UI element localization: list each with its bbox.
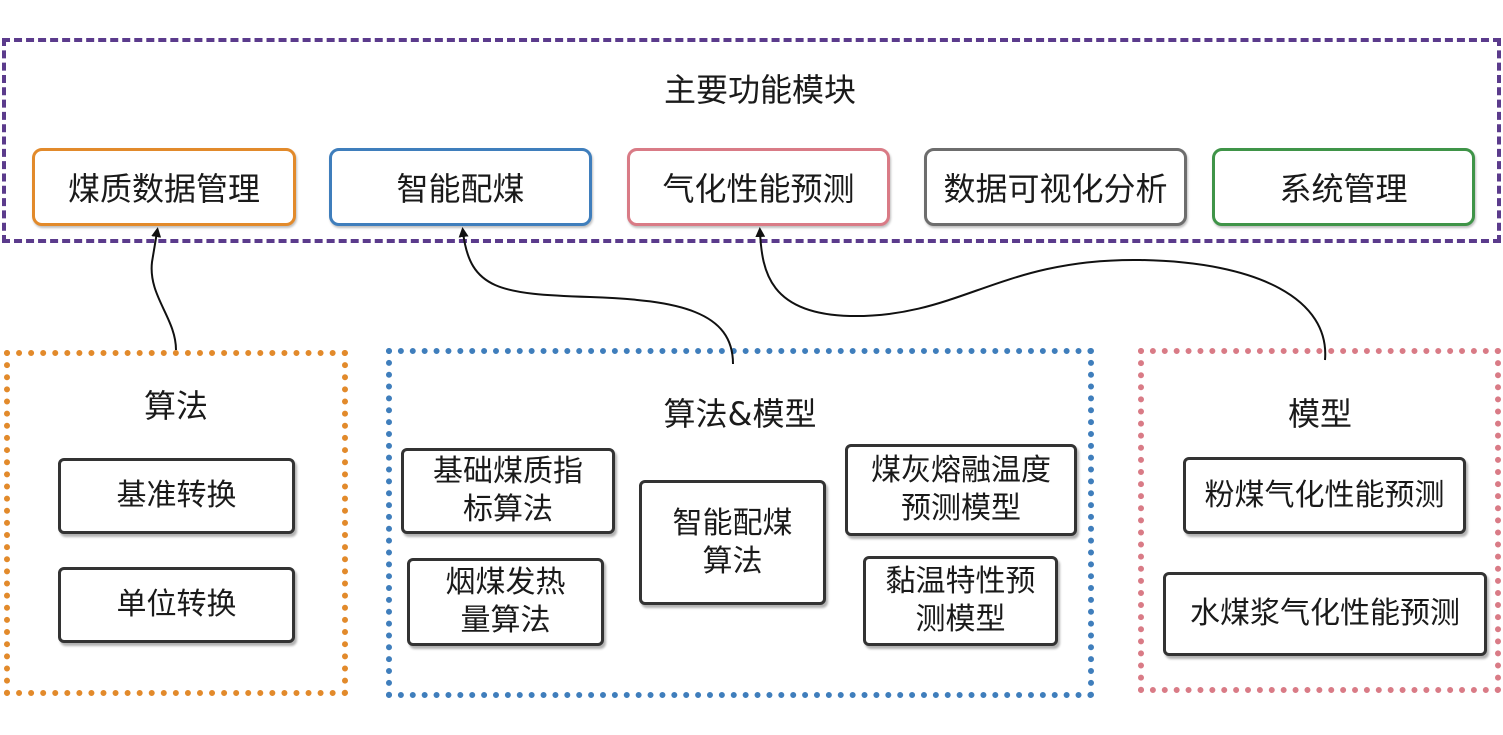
algorithms-models-frame	[386, 348, 1094, 698]
algorithms-frame	[4, 350, 348, 696]
unit-conversion-box: 单位转换	[58, 567, 295, 643]
ash-fusion-temperature-model-box: 煤灰熔融温度 预测模型	[845, 444, 1077, 536]
viscosity-temperature-model-box: 黏温特性预 测模型	[863, 556, 1058, 646]
coal-water-slurry-gasification-box: 水煤浆气化性能预测	[1163, 572, 1487, 656]
pulverized-coal-gasification-box: 粉煤气化性能预测	[1183, 457, 1466, 534]
algorithms-title: 算法	[143, 387, 208, 425]
models-title: 模型	[1287, 395, 1352, 433]
baseline-conversion-box: 基准转换	[58, 458, 295, 534]
module-coal-data-management: 煤质数据管理	[32, 148, 296, 226]
bituminous-heating-value-box: 烟煤发热 量算法	[407, 558, 604, 646]
algorithms-models-title: 算法&模型	[560, 394, 920, 434]
module-system-management: 系统管理	[1212, 148, 1475, 226]
arrow-algmodels-to-smart-blending	[458, 227, 734, 365]
arrow-models-to-gasification	[755, 227, 1327, 361]
basic-coal-quality-algorithm-box: 基础煤质指 标算法	[401, 448, 615, 534]
module-smart-blending: 智能配煤	[329, 148, 592, 226]
main-modules-frame	[2, 38, 1501, 243]
module-data-visualization: 数据可视化分析	[924, 148, 1187, 226]
arrow-algorithms-to-coal-data	[150, 227, 177, 351]
module-gasification-prediction: 气化性能预测	[627, 148, 890, 226]
smart-blending-algorithm-box: 智能配煤 算法	[639, 480, 826, 605]
main-modules-title: 主要功能模块	[663, 71, 856, 109]
